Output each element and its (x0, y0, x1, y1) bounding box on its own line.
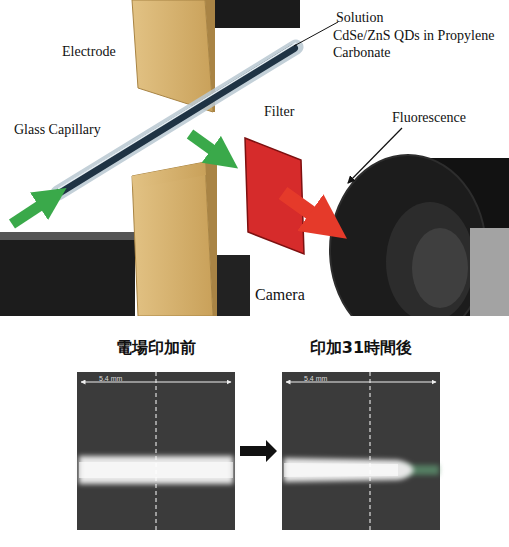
block-arrow (240, 440, 277, 462)
part-label: Camera (255, 285, 305, 304)
excitation-arrow (12, 199, 50, 224)
fluorescent-band-core (284, 463, 398, 477)
electrode-plate (132, 0, 213, 112)
photo-node: 電場印加前5.4 mm (77, 372, 235, 530)
electrode-plate (132, 162, 206, 189)
fluorescent-band (284, 458, 414, 482)
photo-panel (77, 372, 235, 530)
electrode-plate (132, 162, 213, 316)
photo-panel (282, 372, 440, 530)
center-line (156, 372, 157, 530)
leader-line (294, 22, 338, 46)
center-line (370, 372, 371, 530)
background (0, 316, 509, 547)
lens-ring (386, 202, 474, 322)
base-block (213, 255, 250, 316)
part-label: Electrode (62, 44, 116, 61)
holder-block (210, 0, 300, 28)
part-label: Fluorescence (392, 110, 466, 127)
panel-heading: 電場印加前 (57, 338, 255, 359)
part-label: Filter (264, 104, 294, 121)
excitation-arrow (190, 134, 222, 157)
panel-heading: 印加31時間後 (262, 338, 460, 359)
part-label: Solution (336, 10, 383, 27)
base-block-top (0, 232, 140, 240)
scale-label: 5.4 mm (304, 375, 327, 382)
part-label: Glass Capillary (14, 122, 101, 139)
leader-arrow (348, 128, 402, 183)
scale-label: 5.4 mm (99, 375, 122, 382)
part-label: CdSe/ZnS QDs in Propylene Carbonate (333, 28, 505, 62)
base-block (0, 238, 135, 316)
lens-glass (412, 228, 468, 308)
camera-back (470, 228, 509, 316)
fluorescence-arrow (283, 193, 325, 223)
photo-node: 印加31時間後5.4 mm (282, 372, 440, 530)
